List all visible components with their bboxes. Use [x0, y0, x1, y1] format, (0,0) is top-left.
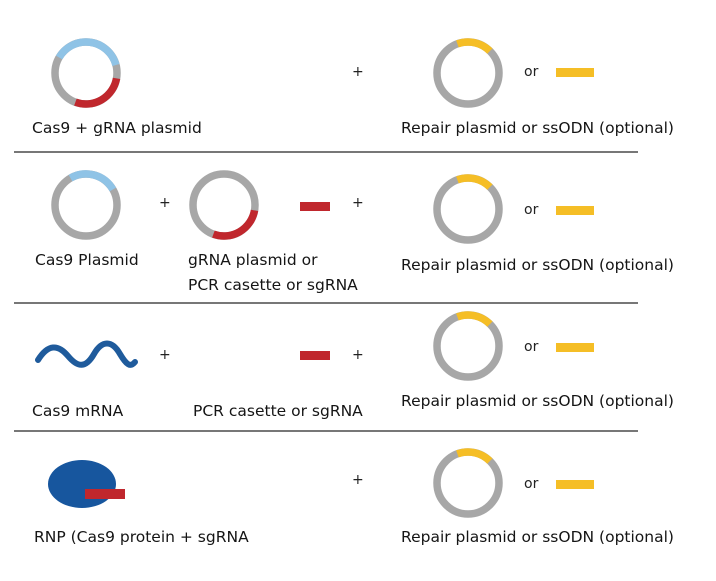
- grna-plasmid-icon: [189, 170, 259, 240]
- plus-sign: +: [159, 347, 171, 363]
- ssodn-bar: [556, 343, 594, 352]
- rnp-label: RNP (Cas9 protein + sgRNA: [34, 528, 249, 546]
- cas9-grna-plasmid-icon: [51, 38, 121, 108]
- yellow-segment: [456, 311, 493, 327]
- pcr-cassette-bar: [300, 202, 330, 211]
- grna-label-line1: gRNA plasmid or: [188, 251, 318, 269]
- grna-label-line2: PCR casette or sgRNA: [188, 276, 358, 294]
- repair-plasmid-icon: [433, 174, 503, 244]
- plus-sign: +: [352, 347, 364, 363]
- row-divider: [14, 302, 638, 304]
- repair-label: Repair plasmid or ssODN (optional): [401, 528, 674, 546]
- ssodn-bar: [556, 206, 594, 215]
- plus-sign: +: [352, 195, 364, 211]
- plasmid-ring: [433, 174, 503, 244]
- or-label: or: [524, 476, 539, 492]
- red-segment: [74, 77, 121, 108]
- cas9-plasmid-icon: [51, 170, 121, 240]
- plus-sign: +: [159, 195, 171, 211]
- plus-sign: +: [352, 64, 364, 80]
- or-label: or: [524, 339, 539, 355]
- pcr-cassette-bar: [300, 351, 330, 360]
- repair-plasmid-icon: [433, 448, 503, 518]
- repair-label: Repair plasmid or ssODN (optional): [401, 392, 674, 410]
- rnp-complex-icon: [48, 460, 125, 508]
- pcr-cassette-label: PCR casette or sgRNA: [193, 402, 363, 420]
- blue-segment: [55, 38, 120, 67]
- yellow-segment: [456, 448, 493, 464]
- row-divider: [14, 430, 638, 432]
- cas9-grna-plasmid-label: Cas9 + gRNA plasmid: [32, 119, 202, 137]
- ssodn-bar: [556, 480, 594, 489]
- row-divider: [14, 151, 638, 153]
- yellow-segment: [456, 38, 493, 54]
- ssodn-bar: [556, 68, 594, 77]
- blue-segment: [68, 170, 117, 192]
- yellow-segment: [456, 174, 493, 190]
- or-label: or: [524, 64, 539, 80]
- or-label: or: [524, 202, 539, 218]
- plasmid-ring: [433, 38, 503, 108]
- repair-label: Repair plasmid or ssODN (optional): [401, 119, 674, 137]
- repair-label: Repair plasmid or ssODN (optional): [401, 256, 674, 274]
- red-segment: [212, 209, 259, 240]
- repair-plasmid-icon: [433, 38, 503, 108]
- plus-sign: +: [352, 472, 364, 488]
- cas9-mrna-wave-icon: [35, 340, 138, 368]
- repair-plasmid-icon: [433, 311, 503, 381]
- cas9-mrna-label: Cas9 mRNA: [32, 402, 124, 420]
- cas9-plasmid-label: Cas9 Plasmid: [35, 251, 139, 269]
